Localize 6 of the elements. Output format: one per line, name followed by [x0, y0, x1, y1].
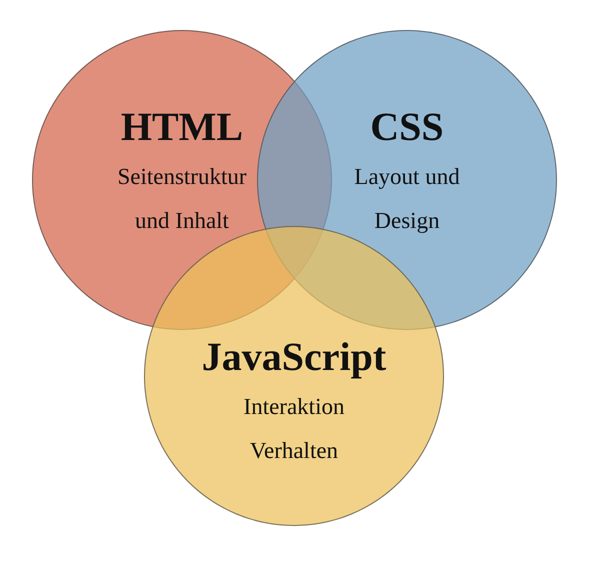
circle-title: JavaScript [202, 333, 386, 381]
circle-description: Layout und Design [353, 163, 461, 235]
circle-title: CSS [370, 103, 444, 151]
circle-description: Interaktion Verhalten [242, 393, 346, 465]
circle-title: HTML [120, 103, 244, 151]
circle-description: Seitenstruktur und Inhalt [116, 163, 248, 235]
